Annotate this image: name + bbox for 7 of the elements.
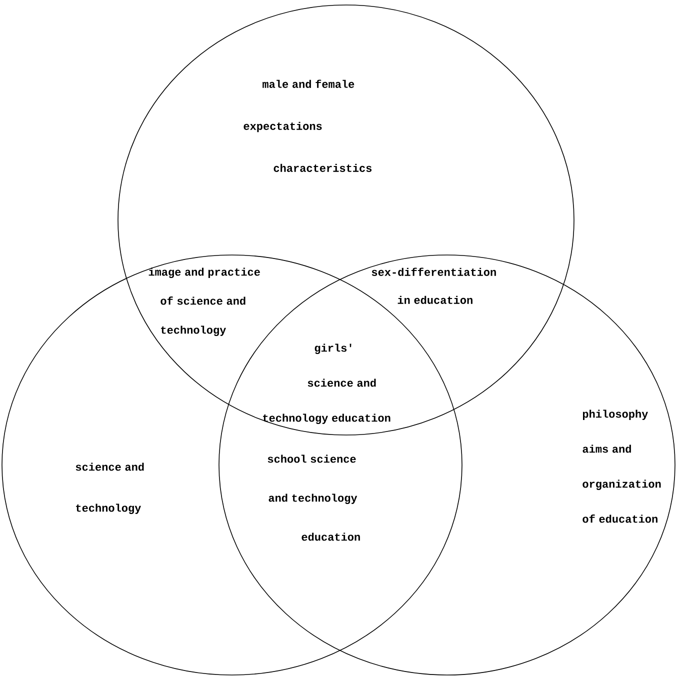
region-label: philosophy aims and organization of education bbox=[582, 410, 661, 523]
overlap-label: sex-differentiation in education bbox=[372, 268, 496, 304]
region-label: male and female expectations characteristics bbox=[244, 80, 372, 172]
overlap-label: image and practice of science and technology bbox=[148, 268, 260, 336]
venn-circle bbox=[118, 4, 574, 436]
overlap-label: school science and technology education bbox=[268, 454, 360, 541]
region-label: science and technology bbox=[76, 462, 144, 514]
